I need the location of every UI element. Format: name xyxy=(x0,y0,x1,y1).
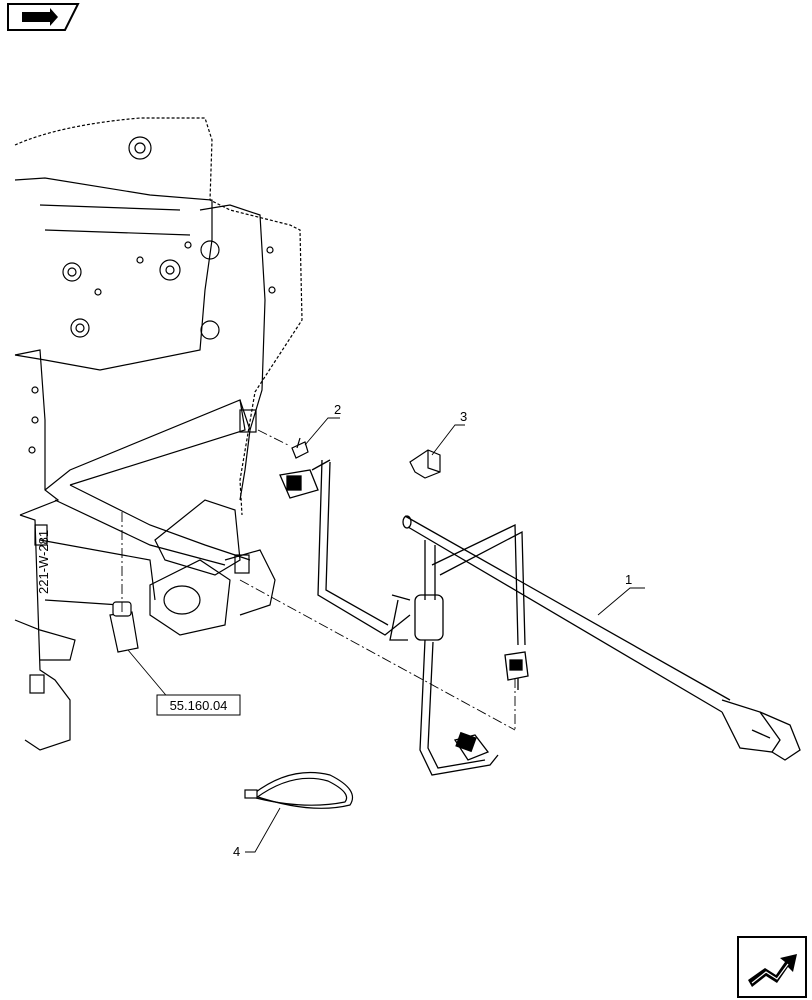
callout-4: 4 xyxy=(233,844,240,859)
frame-stamp-text: 221-W-281 xyxy=(36,530,51,594)
callout-3: 3 xyxy=(460,409,467,424)
sensor-on-bracket xyxy=(109,601,139,653)
harness-connector-upper xyxy=(279,459,331,499)
leader-lines xyxy=(127,417,645,853)
part-2-clip xyxy=(291,437,309,459)
page-navigation-icon[interactable] xyxy=(7,3,80,31)
next-page-arrow-icon[interactable] xyxy=(737,936,807,998)
part-4-cable-tie xyxy=(244,771,354,809)
machine-frame xyxy=(14,117,303,751)
wiring-harness xyxy=(317,459,801,776)
callout-1: 1 xyxy=(625,572,632,587)
assembly-guide-lines xyxy=(121,429,516,731)
reference-box[interactable]: 55.160.04 xyxy=(156,694,241,716)
reference-box-label[interactable]: 55.160.04 xyxy=(170,698,228,713)
callout-2: 2 xyxy=(334,402,341,417)
part-3-retainer xyxy=(409,449,441,479)
